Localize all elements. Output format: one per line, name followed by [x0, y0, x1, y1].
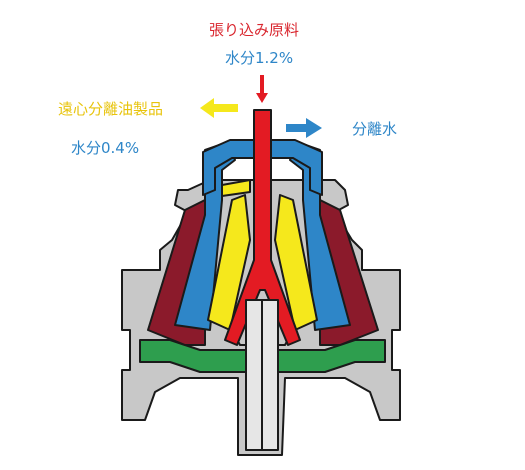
oil-arrow: [200, 98, 238, 118]
feed-arrow: [256, 75, 268, 103]
water-arrow: [286, 118, 322, 138]
separated-water-label: 分離水: [352, 120, 398, 138]
feed-label: 張り込み原料: [209, 21, 300, 39]
oil-right: [274, 194, 318, 331]
oil-left: [207, 194, 251, 331]
feed-tube: [224, 109, 301, 346]
feed-water-content: 水分1.2%: [225, 49, 294, 67]
oil-outlet: [221, 179, 251, 197]
oil-product-label: 遠心分離油製品: [58, 100, 164, 118]
oil-water-content: 水分0.4%: [71, 139, 140, 157]
water-collar: [202, 139, 256, 196]
